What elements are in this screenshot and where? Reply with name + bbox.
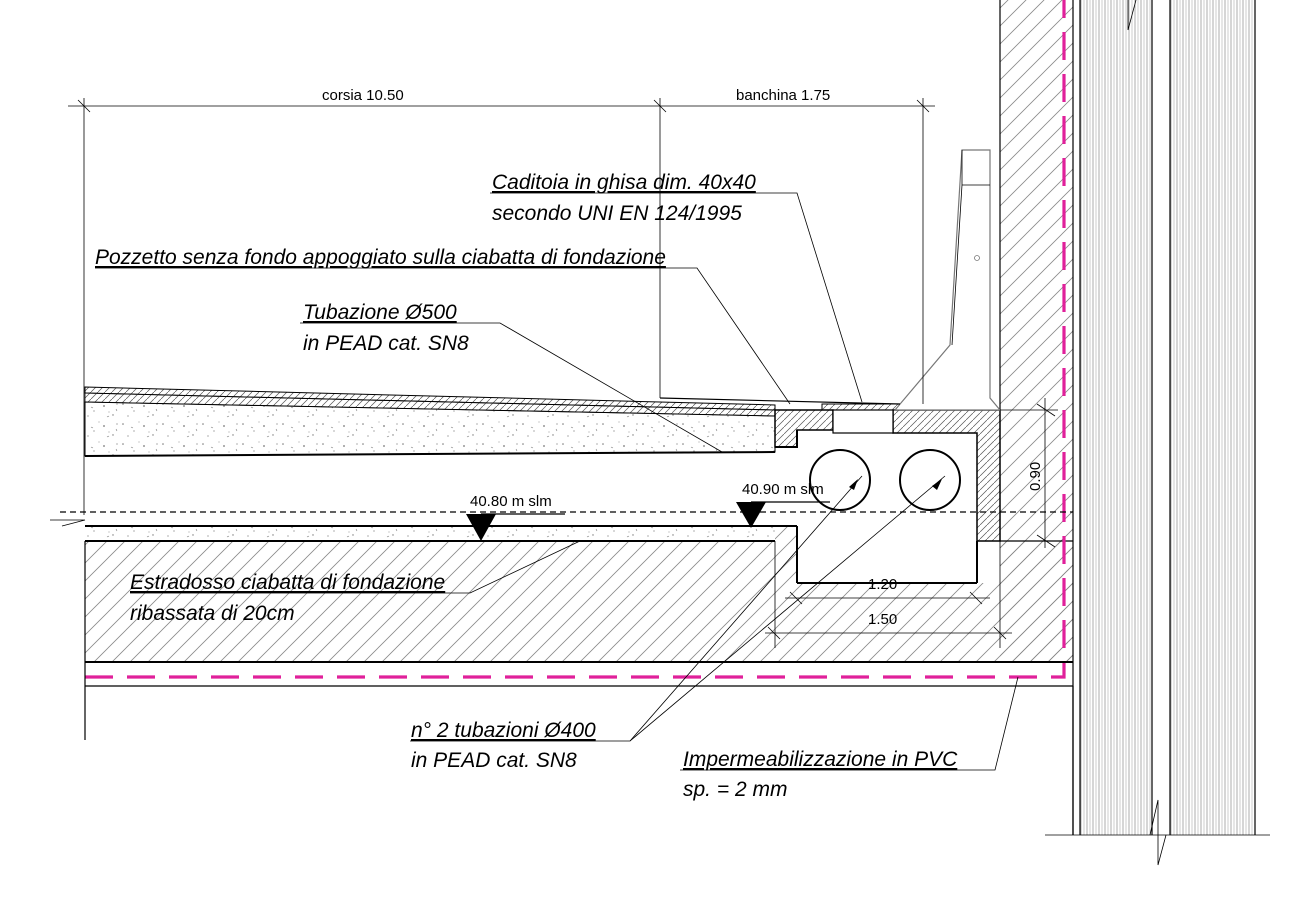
bottom-lines [84,541,1074,835]
dim-width-150: 1.50 [868,611,897,628]
road-pavement [84,386,1073,542]
level-markers [466,501,830,541]
label-tubazione-2: in PEAD cat. SN8 [303,332,469,355]
pipe-400-right [899,449,961,511]
dim-banchina: banchina 1.75 [736,87,830,104]
label-tubazione-1: Tubazione Ø500 [303,301,457,324]
dim-height-090: 0.90 [1027,462,1044,491]
label-tubazioni-1: n° 2 tubazioni Ø400 [411,719,596,742]
label-caditoia-1: Caditoia in ghisa dim. 40x40 [492,171,756,194]
leader-lines [95,192,1019,771]
label-estradosso-1: Estradosso ciabatta di fondazione [130,571,445,594]
sheet-pile-strip [1045,0,1270,866]
label-impermeabilizzazione-2: sp. = 2 mm [683,778,787,801]
level-right-label: 40.90 m slm [742,481,824,498]
pipe-400-left [809,449,871,511]
label-impermeabilizzazione-1: Impermeabilizzazione in PVC [683,748,958,771]
retaining-wall [999,0,1074,835]
level-left-label: 40.80 m slm [470,493,552,510]
label-estradosso-2: ribassata di 20cm [130,602,295,625]
water-level-line [50,511,1073,527]
foundation-slab [85,526,1073,662]
label-caditoia-2: secondo UNI EN 124/1995 [492,202,742,225]
dim-width-120: 1.20 [868,576,897,593]
pipes [809,449,961,511]
dim-corsia: corsia 10.50 [322,87,404,104]
waterproofing-membrane [85,0,1066,679]
label-pozzetto: Pozzetto senza fondo appoggiato sulla ci… [95,246,666,269]
label-tubazioni-2: in PEAD cat. SN8 [411,749,577,772]
dimension-lines [68,98,1058,648]
